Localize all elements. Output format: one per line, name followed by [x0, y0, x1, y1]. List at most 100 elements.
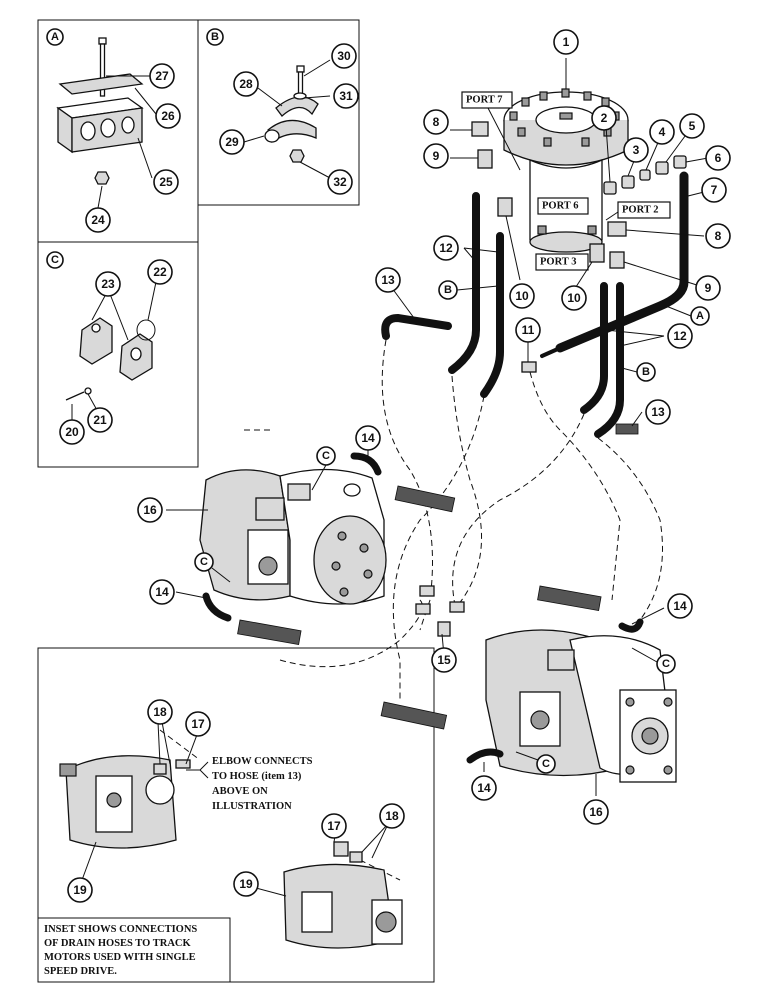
motor-fittings	[202, 452, 644, 764]
callout-c22: 22	[147, 259, 173, 285]
tag-c-2: C	[200, 556, 208, 568]
callout-c14c: 14	[667, 593, 693, 619]
callout-number: 32	[333, 175, 347, 189]
tag-b-right: B	[642, 366, 650, 378]
callout-circle	[147, 699, 173, 725]
flange-o-ring	[136, 319, 156, 341]
tag-c-1: C	[322, 450, 330, 462]
callout-number: 12	[673, 329, 687, 343]
callout-number: 4	[659, 125, 666, 139]
callout-c19a: 19	[67, 877, 93, 903]
bracket-half	[275, 96, 319, 117]
callout-c26: 26	[155, 103, 181, 129]
callout-circle	[423, 143, 449, 169]
inset-b-parts	[243, 59, 331, 179]
callout-number: 28	[239, 77, 253, 91]
callout-number: 10	[567, 291, 581, 305]
callout-c13b: 13	[645, 399, 671, 425]
callout-number: 19	[73, 883, 87, 897]
callout-number: 16	[143, 503, 157, 517]
callout-circle	[327, 169, 353, 195]
callout-c12b: 12	[667, 323, 693, 349]
callout-c8b: 8	[705, 223, 731, 249]
callout-c9b: 9	[695, 275, 721, 301]
inset-note-frame	[37, 917, 231, 983]
callout-c21: 21	[87, 407, 113, 433]
callout-number: 9	[433, 149, 440, 163]
letter-tags: B B A C C C C	[194, 280, 710, 774]
callout-number: 18	[385, 809, 399, 823]
callout-circle	[149, 579, 175, 605]
callout-leaders	[81, 125, 709, 897]
callout-number: 2	[601, 111, 608, 125]
track-motor-upper	[199, 468, 387, 605]
tag-b-left: B	[444, 284, 452, 296]
port-labels: PORT 7 PORT 6 PORT 2 PORT 3	[461, 91, 671, 271]
drain-motor-right	[283, 841, 403, 949]
tag-c-4: C	[542, 758, 550, 770]
bracket-nut	[289, 149, 305, 163]
port-7-label: PORT 7	[466, 95, 502, 106]
callout-circle	[701, 177, 727, 203]
callout-c13a: 13	[375, 267, 401, 293]
callout-number: 14	[361, 431, 375, 445]
callout-c24: 24	[85, 207, 111, 233]
callout-circle	[705, 145, 731, 171]
clamp-plate	[58, 73, 144, 95]
callout-number: 8	[715, 229, 722, 243]
callout-circle	[137, 497, 163, 523]
callout-circle	[591, 105, 617, 131]
callout-circle	[155, 103, 181, 129]
callout-number: 5	[689, 119, 696, 133]
callout-circle	[219, 129, 245, 155]
callout-circle	[431, 647, 457, 673]
callout-circle	[233, 871, 259, 897]
callout-circle	[679, 113, 705, 139]
callout-number: 11	[522, 323, 535, 337]
callout-circle	[331, 43, 357, 69]
callout-circle	[87, 407, 113, 433]
callout-c14d: 14	[471, 775, 497, 801]
callout-c10a: 10	[509, 283, 535, 309]
callout-circle	[509, 283, 535, 309]
callout-number: 8	[433, 115, 440, 129]
callout-circle	[667, 323, 693, 349]
callout-c15: 15	[431, 647, 457, 673]
callout-number: 18	[153, 705, 167, 719]
elbow-note-line-2: TO HOSE (item 13)	[212, 771, 302, 782]
callout-number: 3	[633, 143, 640, 157]
callout-c11: 11	[515, 317, 541, 343]
hose-13-right	[615, 423, 639, 435]
callout-number: 15	[437, 653, 451, 667]
callout-c5: 5	[679, 113, 705, 139]
elbow-note: ELBOW CONNECTS TO HOSE (item 13) ABOVE O…	[186, 756, 313, 812]
port-3-label: PORT 3	[540, 257, 576, 268]
callout-number: 29	[225, 135, 239, 149]
callout-number: 24	[91, 213, 105, 227]
callout-circle	[667, 593, 693, 619]
callout-number: 26	[161, 109, 175, 123]
callout-c17a: 17	[185, 711, 211, 737]
inset-note-line-1: INSET SHOWS CONNECTIONS	[44, 924, 197, 935]
inset-b-frame	[197, 19, 360, 206]
callout-number: 14	[477, 781, 491, 795]
callout-c32: 32	[327, 169, 353, 195]
callout-circle	[553, 29, 579, 55]
tag-c-3: C	[662, 658, 670, 670]
callout-c14a: 14	[355, 425, 381, 451]
routing-lines	[159, 339, 663, 881]
callout-c20: 20	[59, 419, 85, 445]
callout-c7: 7	[701, 177, 727, 203]
elbow-note-line-1: ELBOW CONNECTS	[212, 756, 313, 767]
callout-circle	[583, 799, 609, 825]
callout-c27: 27	[149, 63, 175, 89]
callout-number: 22	[153, 265, 167, 279]
callout-number: 9	[705, 281, 712, 295]
callout-circle	[185, 711, 211, 737]
callout-number: 7	[711, 183, 718, 197]
callout-number: 27	[155, 69, 169, 83]
callout-number: 21	[93, 413, 107, 427]
callout-c18a: 18	[147, 699, 173, 725]
